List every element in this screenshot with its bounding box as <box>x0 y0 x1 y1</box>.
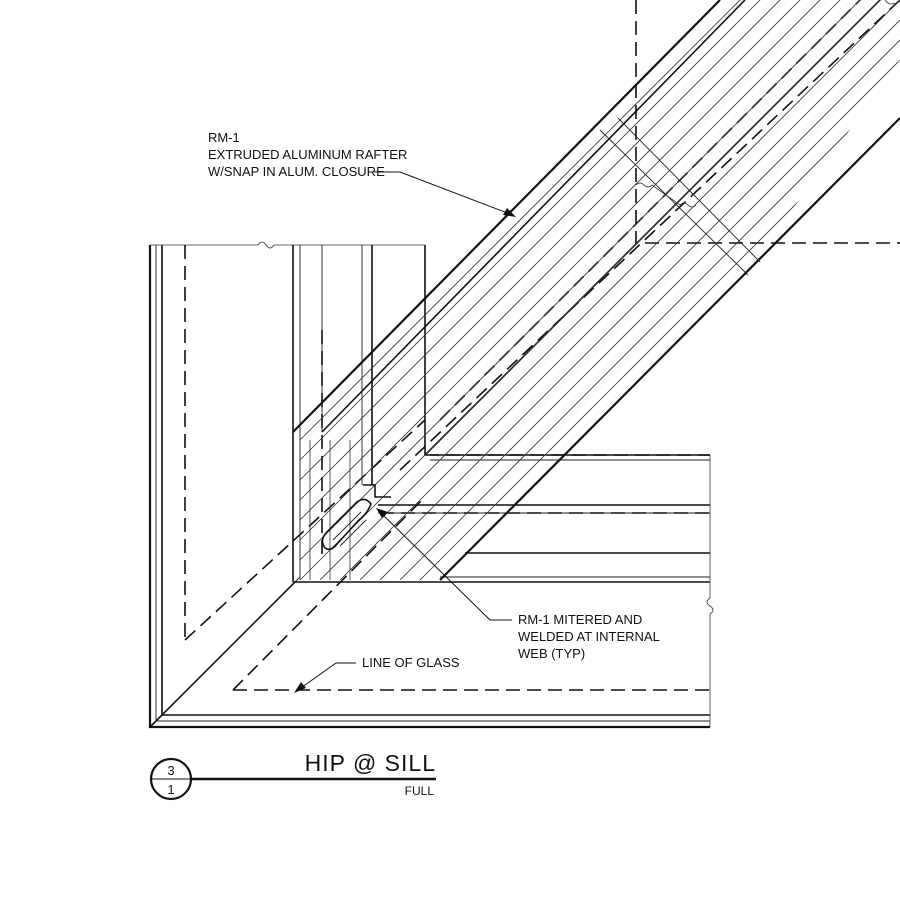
callout-rafter-line2: EXTRUDED ALUMINUM RAFTER <box>208 147 407 162</box>
callout-mitered-arrow <box>376 508 388 518</box>
callout-rafter-line1: RM-1 <box>208 130 240 145</box>
callout-mitered: RM-1 MITERED AND WELDED AT INTERNAL WEB … <box>376 508 660 661</box>
callout-glass: LINE OF GLASS <box>294 655 460 693</box>
detail-number: 3 <box>167 763 174 778</box>
callout-mitered-line2: WELDED AT INTERNAL <box>518 629 660 644</box>
rafter-hatching <box>299 0 900 580</box>
hip-rafter <box>292 0 900 581</box>
detail-title: HIP @ SILL <box>305 750 436 776</box>
callout-mitered-line3: WEB (TYP) <box>518 646 585 661</box>
callout-mitered-leader <box>379 511 512 621</box>
callout-rafter: RM-1 EXTRUDED ALUMINUM RAFTER W/SNAP IN … <box>208 130 516 217</box>
sheet-number: 1 <box>167 782 174 797</box>
callout-rafter-line3: W/SNAP IN ALUM. CLOSURE <box>208 164 385 179</box>
callout-glass-label: LINE OF GLASS <box>362 655 460 670</box>
callout-rafter-arrow <box>503 208 516 217</box>
sill-members <box>293 454 714 727</box>
detail-scale: FULL <box>405 784 435 798</box>
detail-title-block: 3 1 HIP @ SILL FULL <box>149 750 436 801</box>
callout-mitered-line1: RM-1 MITERED AND <box>518 612 642 627</box>
sill-frame <box>148 241 710 729</box>
callout-glass-leader <box>297 662 356 691</box>
weld-symbol <box>321 484 391 551</box>
callout-glass-arrow <box>294 682 306 693</box>
callout-rafter-leader <box>374 171 511 215</box>
